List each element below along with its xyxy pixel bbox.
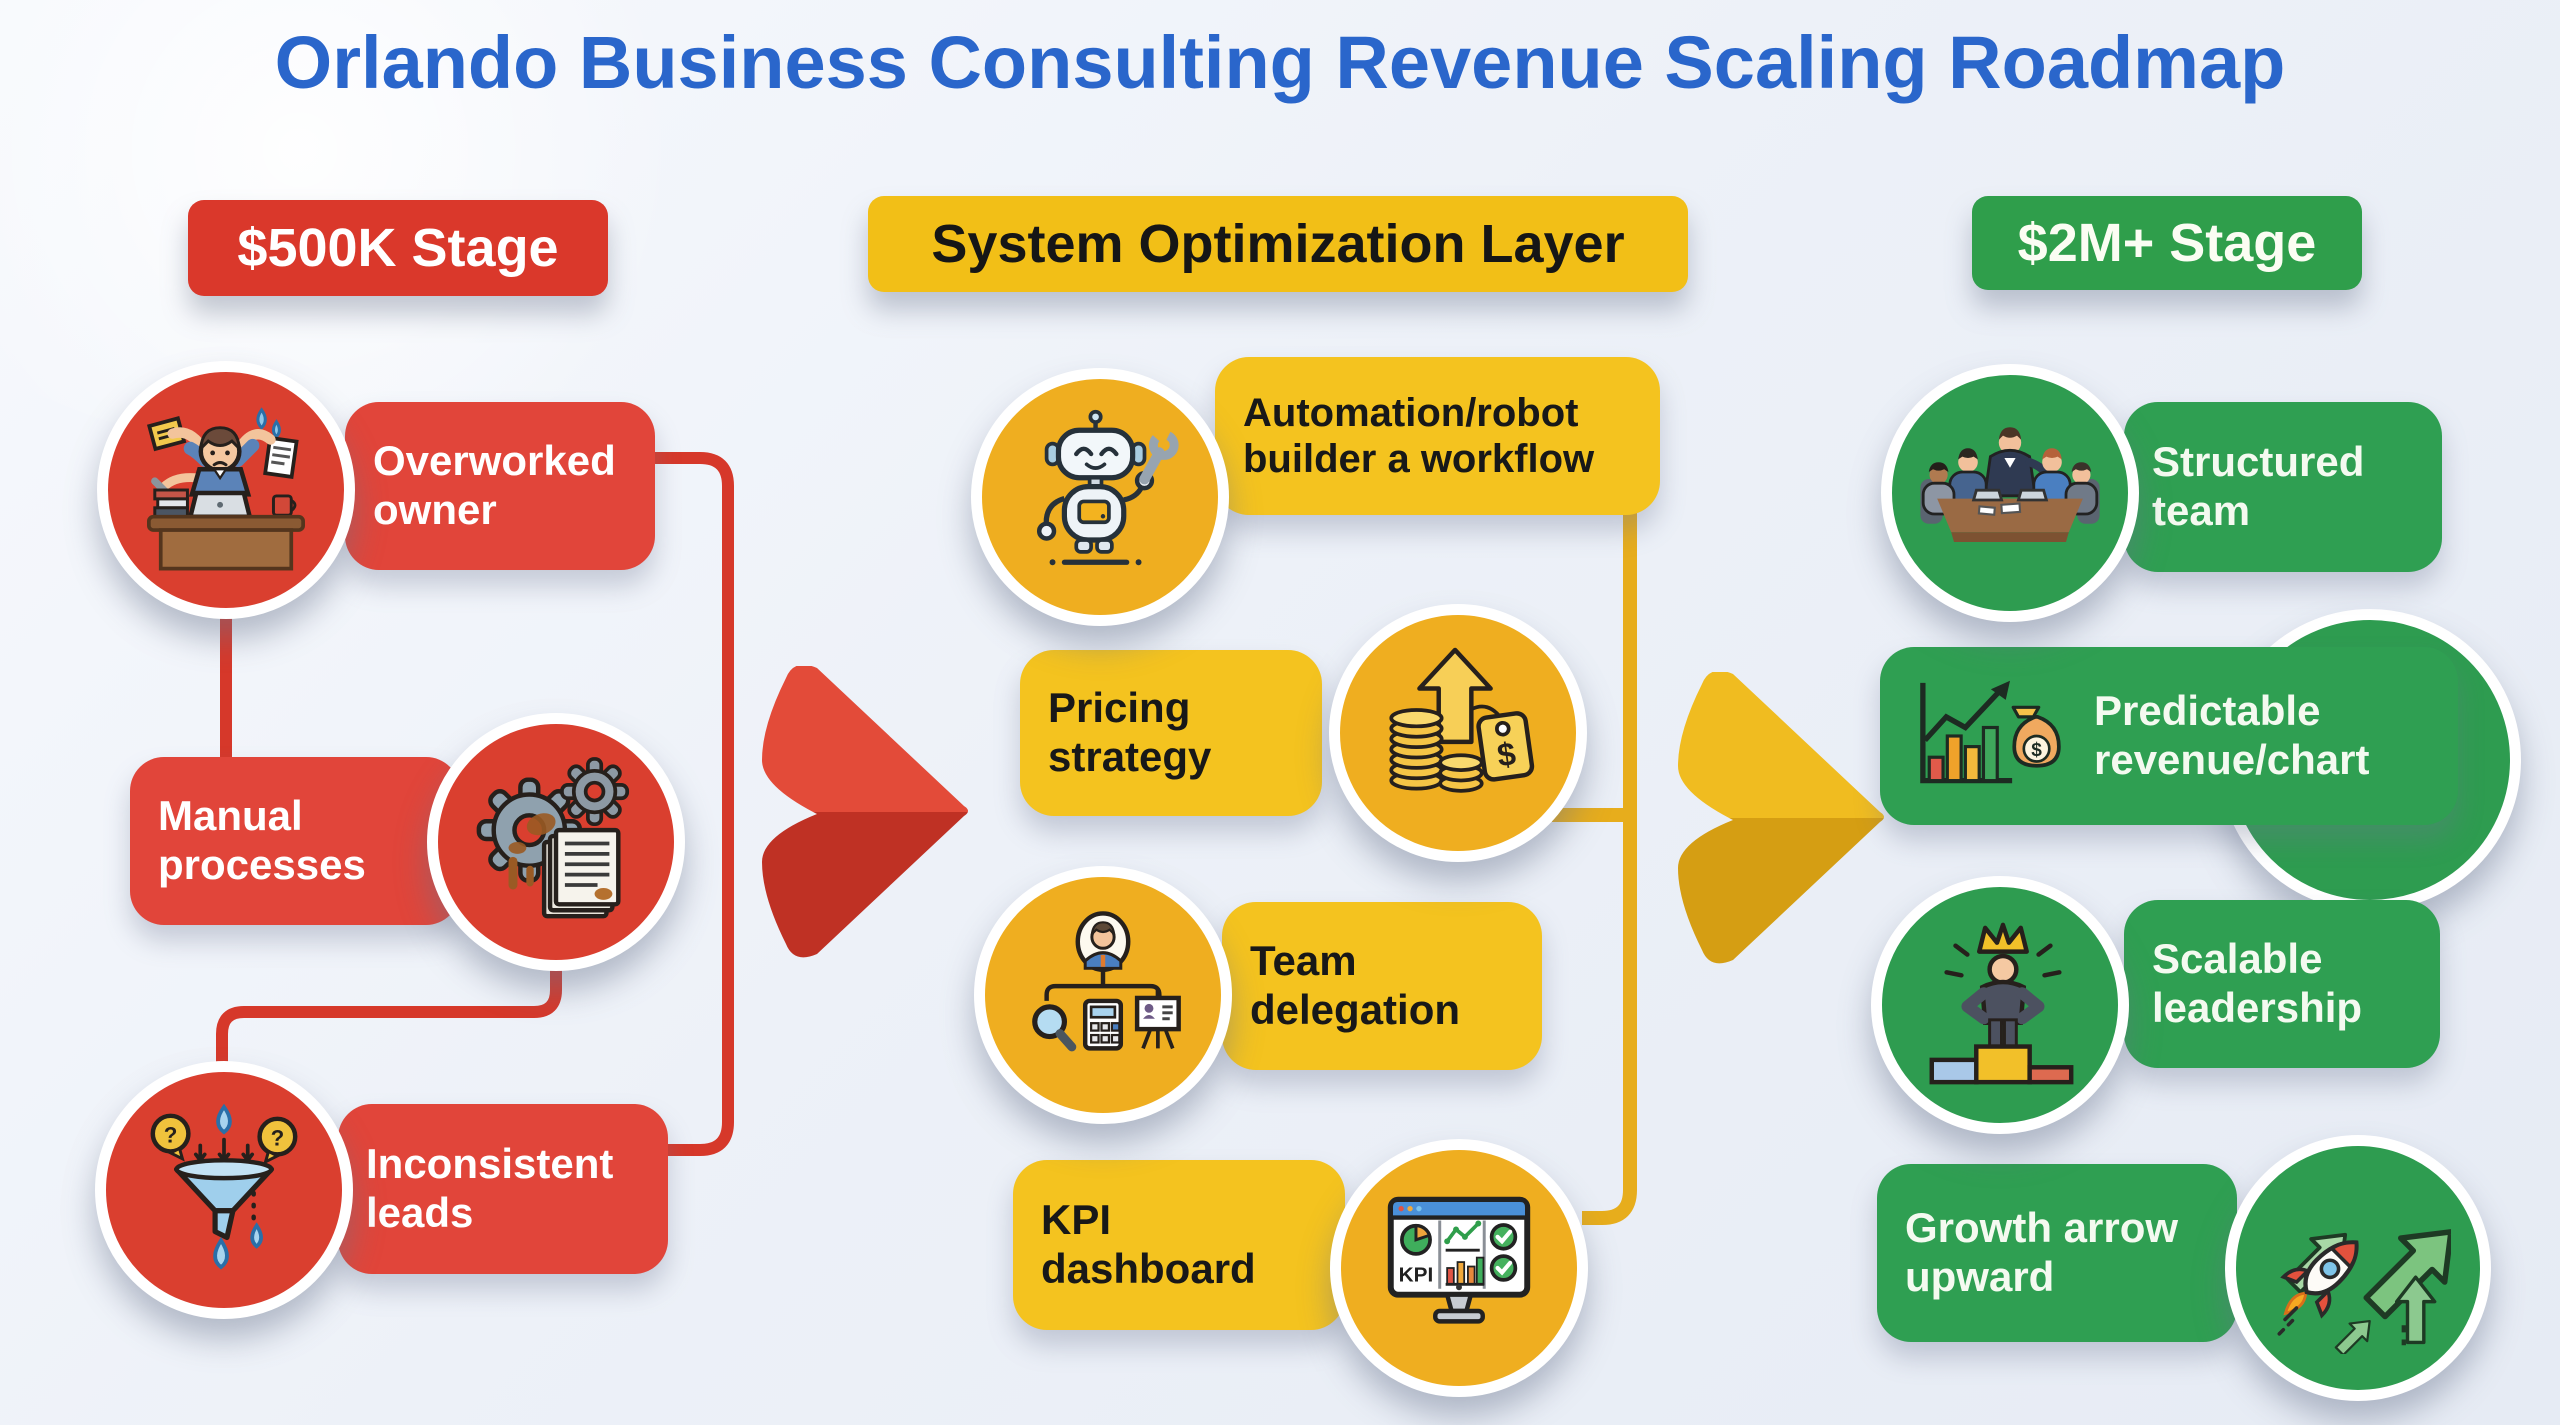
page-title: Orlando Business Consulting Revenue Scal… <box>274 21 2286 104</box>
header-2m-label: $2M+ Stage <box>2017 213 2317 273</box>
structured-team-circle <box>1881 364 2139 622</box>
manual-processes-icon <box>476 757 630 919</box>
item-pricing-strategy-label: Pricing strategy <box>1048 684 1212 780</box>
pricing-strategy-circle: $ <box>1329 604 1587 862</box>
item-automation: Automation/robot builder a workflow <box>1215 357 1660 515</box>
item-kpi-dashboard-label: KPI dashboard <box>1041 1196 1256 1292</box>
item-team-delegation: Team delegation <box>1222 902 1542 1070</box>
revenue-chart-icon: $ <box>1920 680 2061 784</box>
lead-funnel-icon: ? ? <box>150 1103 298 1270</box>
kpi-glyph: KPI <box>1399 1263 1434 1286</box>
item-pricing-strategy: Pricing strategy <box>1020 650 1322 816</box>
item-growth-arrow: Growth arrow upward <box>1877 1164 2237 1342</box>
pricing-icon: $ <box>1389 647 1535 793</box>
item-kpi-dashboard: KPI dashboard <box>1013 1160 1345 1330</box>
header-2m-stage: $2M+ Stage <box>1972 196 2362 290</box>
item-overworked-owner: Overworked owner <box>345 402 655 570</box>
item-structured-team: Structured team <box>2124 402 2442 572</box>
overworked-owner-circle <box>97 361 355 619</box>
automation-robot-circle <box>971 368 1229 626</box>
yellow-rail <box>1582 502 1637 1225</box>
leader-podium-icon <box>1929 922 2074 1085</box>
header-optimization-label: System Optimization Layer <box>931 214 1625 274</box>
item-structured-team-label: Structured team <box>2152 438 2365 534</box>
header-500k-stage: $500K Stage <box>188 200 608 296</box>
yellow-transition-arrow <box>1678 672 1884 964</box>
dollar-glyph: $ <box>2031 740 2042 761</box>
growth-rocket-circle <box>2225 1135 2491 1401</box>
item-manual-processes: Manual processes <box>130 757 460 925</box>
dollar-glyph: $ <box>1495 734 1518 773</box>
item-growth-arrow-label: Growth arrow upward <box>1905 1204 2179 1300</box>
item-manual-processes-label: Manual processes <box>158 792 366 888</box>
red-transition-arrow <box>762 666 968 958</box>
item-overworked-owner-label: Overworked owner <box>373 437 616 533</box>
header-500k-label: $500K Stage <box>237 218 559 278</box>
question-glyph: ? <box>271 1126 285 1151</box>
inconsistent-leads-circle: ? ? <box>95 1061 353 1319</box>
item-inconsistent-leads: Inconsistent leads <box>338 1104 668 1274</box>
team-meeting-icon <box>1920 427 2100 542</box>
item-scalable-leadership-label: Scalable leadership <box>2152 935 2363 1031</box>
item-inconsistent-leads-label: Inconsistent leads <box>366 1140 614 1236</box>
red-rail <box>652 452 734 1156</box>
team-delegation-circle <box>974 866 1232 1124</box>
kpi-monitor-icon: KPI <box>1387 1196 1531 1324</box>
item-predictable-revenue: $ Predictable revenue/chart <box>1880 647 2458 825</box>
item-team-delegation-label: Team delegation <box>1250 937 1461 1033</box>
red-connector-2 <box>216 955 562 1085</box>
manual-processes-circle <box>427 713 685 971</box>
scalable-leadership-circle <box>1871 876 2129 1134</box>
question-glyph: ? <box>164 1123 178 1148</box>
rocket-growth-icon <box>2277 1229 2451 1354</box>
header-system-optimization: System Optimization Layer <box>868 196 1688 292</box>
item-automation-label: Automation/robot builder a workflow <box>1243 390 1595 481</box>
item-predictable-revenue-label: Predictable revenue/chart <box>2094 687 2370 783</box>
item-scalable-leadership: Scalable leadership <box>2124 900 2440 1068</box>
robot-icon <box>1036 409 1179 566</box>
kpi-dashboard-circle: KPI <box>1330 1139 1588 1397</box>
overworked-owner-icon <box>146 407 305 571</box>
delegation-org-icon <box>1032 911 1181 1052</box>
